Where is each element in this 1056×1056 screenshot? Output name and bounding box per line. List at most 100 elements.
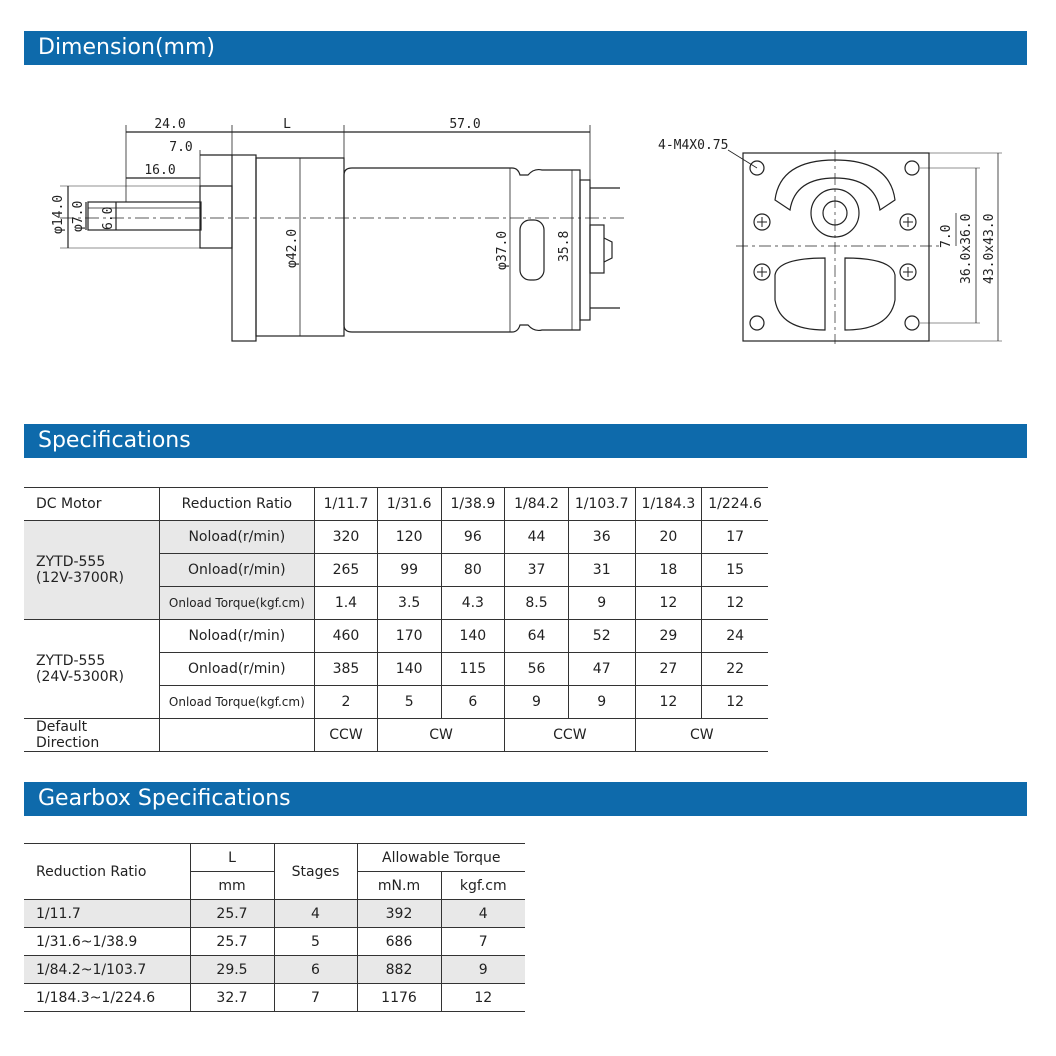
ratio-cell: 1/31.6 xyxy=(376,487,441,521)
value-cell: 4.3 xyxy=(440,586,505,620)
value-cell: 18 xyxy=(634,553,702,587)
value-cell: 22 xyxy=(701,652,768,686)
header-reduction-ratio: Reduction Ratio xyxy=(24,843,190,900)
header-stages: Stages xyxy=(273,843,357,900)
header-kgf: kgf.cm xyxy=(440,871,525,900)
spec-row: Onload(r/min) 265 99 80 37 31 18 15 xyxy=(24,553,768,587)
gear-l-cell: 29.5 xyxy=(189,955,274,984)
row-label: Noload(r/min) xyxy=(158,619,315,653)
gear-kgf-cell: 9 xyxy=(440,955,525,984)
value-cell: 12 xyxy=(634,586,702,620)
dimension-banner: Dimension(mm) xyxy=(24,31,1027,65)
ratio-cell: 1/84.2 xyxy=(504,487,569,521)
direction-row: Default Direction CCW CW CCW CW xyxy=(24,718,768,752)
gear-stages-cell: 6 xyxy=(273,955,357,984)
gear-ratio-cell: 1/31.6~1/38.9 xyxy=(24,927,190,956)
output-shaft xyxy=(87,201,202,231)
header-reduction-ratio: Reduction Ratio xyxy=(158,487,315,521)
dim-57: 57.0 xyxy=(449,117,480,132)
value-cell: 36 xyxy=(567,520,636,554)
dim-36: 36.0x36.0 xyxy=(959,214,974,284)
gear-l-cell: 32.7 xyxy=(189,983,274,1012)
spec-row: ZYTD-555 (12V-3700R) Noload(r/min) 320 1… xyxy=(24,520,768,620)
header-mnm: mN.m xyxy=(356,871,441,900)
value-cell: 170 xyxy=(376,619,441,653)
dim-d14: φ14.0 xyxy=(51,195,66,234)
value-cell: 80 xyxy=(440,553,505,587)
value-cell: 17 xyxy=(701,520,768,554)
row-label: Noload(r/min) xyxy=(158,520,315,554)
value-cell: 27 xyxy=(634,652,702,686)
motor-model-12v: ZYTD-555 (12V-3700R) xyxy=(24,520,160,620)
ratio-cell: 1/224.6 xyxy=(701,487,768,521)
motor-model-24v: ZYTD-555 (24V-5300R) xyxy=(24,619,160,719)
gearbox-table: Reduction Ratio L Stages Allowable Torqu… xyxy=(24,843,525,1012)
model-name: ZYTD-555 xyxy=(36,653,106,669)
dim-d7: φ7.0 xyxy=(71,201,86,232)
dim-7b: 7.0 xyxy=(939,225,954,248)
dim-24: 24.0 xyxy=(154,117,185,132)
gear-kgf-cell: 7 xyxy=(440,927,525,956)
ratio-cell: 1/38.9 xyxy=(440,487,505,521)
specifications-table: DC Motor Reduction Ratio 1/11.7 1/31.6 1… xyxy=(24,487,768,752)
header-mm: mm xyxy=(189,871,274,900)
row-label: Onload Torque(kgf.cm) xyxy=(158,685,315,719)
value-cell: 8.5 xyxy=(504,586,569,620)
gear-l-cell: 25.7 xyxy=(189,927,274,956)
dim-43: 43.0x43.0 xyxy=(982,214,997,284)
value-cell: 460 xyxy=(314,619,378,653)
model-variant: (24V-5300R) xyxy=(36,669,124,685)
dim-35-8: 35.8 xyxy=(557,231,572,262)
shaft-collar xyxy=(199,185,233,249)
header-dc-motor: DC Motor xyxy=(24,487,160,521)
value-cell: 140 xyxy=(440,619,505,653)
value-cell: 99 xyxy=(376,553,441,587)
value-cell: 52 xyxy=(567,619,636,653)
gear-mnm-cell: 1176 xyxy=(356,983,441,1012)
direction-cell: CCW xyxy=(504,718,636,752)
gear-subheader-row: mm mN.m kgf.cm xyxy=(24,871,525,900)
gear-kgf-cell: 12 xyxy=(440,983,525,1012)
value-cell: 265 xyxy=(314,553,378,587)
gear-stages-cell: 5 xyxy=(273,927,357,956)
value-cell: 120 xyxy=(376,520,441,554)
value-cell: 64 xyxy=(504,619,569,653)
motor-end-view xyxy=(727,149,1002,344)
direction-label: Default Direction xyxy=(24,718,160,752)
spec-header-row: DC Motor Reduction Ratio 1/11.7 1/31.6 1… xyxy=(24,487,768,521)
gear-mnm-cell: 882 xyxy=(356,955,441,984)
row-label: Onload(r/min) xyxy=(158,553,315,587)
value-cell: 37 xyxy=(504,553,569,587)
value-cell: 1.4 xyxy=(314,586,378,620)
value-cell: 12 xyxy=(701,685,768,719)
direction-spacer xyxy=(158,718,315,752)
value-cell: 24 xyxy=(701,619,768,653)
gear-ratio-cell: 1/11.7 xyxy=(24,899,190,928)
value-cell: 3.5 xyxy=(376,586,441,620)
gear-row: 1/31.6~1/38.9 25.7 5 686 7 xyxy=(24,927,525,956)
row-label: Onload Torque(kgf.cm) xyxy=(158,586,315,620)
value-cell: 6 xyxy=(440,685,505,719)
direction-cell: CW xyxy=(634,718,768,752)
motor-vent xyxy=(519,219,545,281)
ratio-cell: 1/184.3 xyxy=(634,487,702,521)
value-cell: 29 xyxy=(634,619,702,653)
value-cell: 12 xyxy=(701,586,768,620)
spec-row: Onload Torque(kgf.cm) 1.4 3.5 4.3 8.5 9 … xyxy=(24,586,768,620)
direction-cell: CW xyxy=(376,718,505,752)
spec-row: Onload Torque(kgf.cm) 2 5 6 9 9 12 12 xyxy=(24,685,768,719)
spec-row: Onload(r/min) 385 140 115 56 47 27 22 xyxy=(24,652,768,686)
gear-row: 1/184.3~1/224.6 32.7 7 1176 12 xyxy=(24,983,525,1012)
value-cell: 96 xyxy=(440,520,505,554)
gearbox-flange xyxy=(231,154,257,342)
spec-row: ZYTD-555 (24V-5300R) Noload(r/min) 460 1… xyxy=(24,619,768,719)
value-cell: 9 xyxy=(504,685,569,719)
gearbox-banner: Gearbox Specifications xyxy=(24,782,1027,816)
gear-mnm-cell: 392 xyxy=(356,899,441,928)
motor-can xyxy=(343,167,581,333)
value-cell: 5 xyxy=(376,685,441,719)
header-allowable-torque: Allowable Torque xyxy=(356,843,525,872)
dimension-drawing: 24.0 L 57.0 7.0 16.0 φ14.0 φ7.0 6.0 φ42.… xyxy=(51,117,1002,344)
model-name: ZYTD-555 xyxy=(36,554,106,570)
direction-cell: CCW xyxy=(314,718,378,752)
